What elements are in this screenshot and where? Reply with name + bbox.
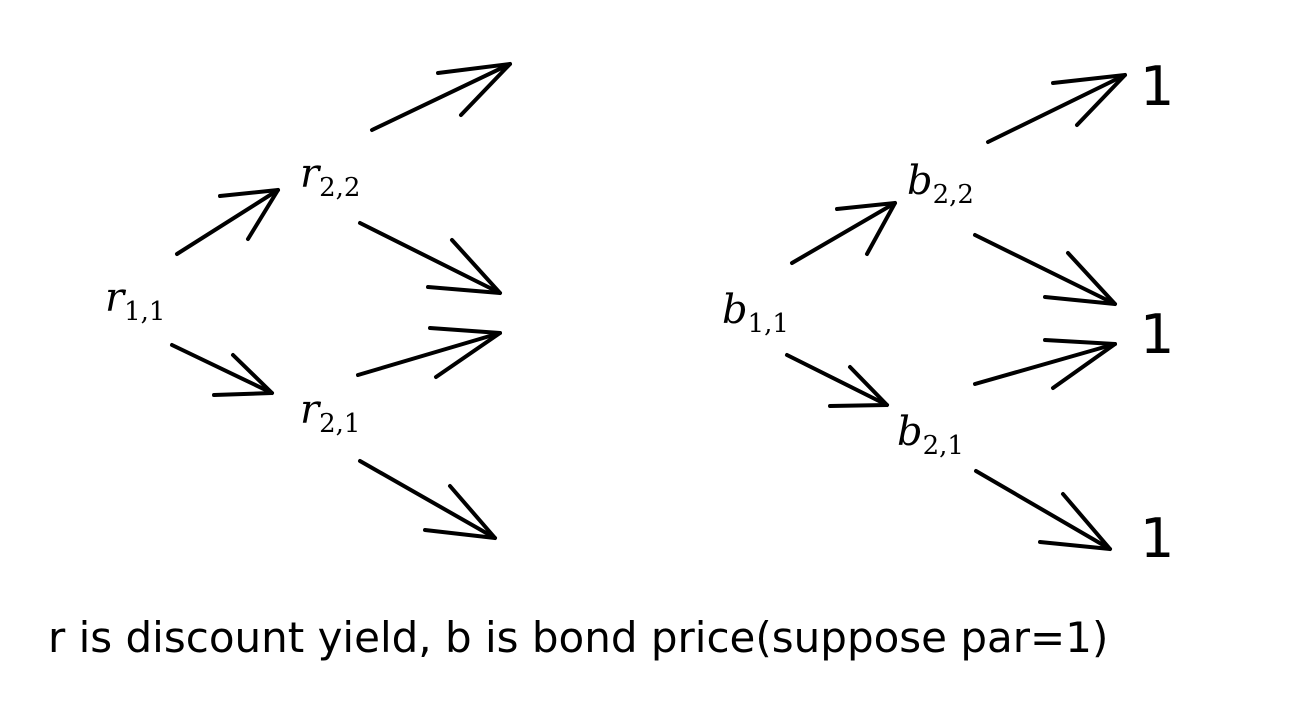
- left-tree: r1,1 r2,2 r2,1: [105, 62, 512, 540]
- arrow-b21-down: [974, 469, 1112, 551]
- diagram-caption: r is discount yield, b is bond price(sup…: [48, 613, 1108, 662]
- arrow-b11-to-b21: [785, 353, 889, 408]
- arrow-b11-to-b22: [790, 201, 897, 265]
- right-tree: b1,1 b2,2 b2,1 1 1 1: [722, 55, 1174, 570]
- node-b11: b1,1: [722, 287, 789, 339]
- arrow-r22-up: [370, 62, 512, 132]
- arrow-r22-down: [358, 221, 502, 295]
- node-r22: r2,2: [300, 151, 360, 203]
- arrow-b22-up: [986, 73, 1127, 144]
- arrow-b22-down: [973, 233, 1117, 306]
- arrow-r21-down: [358, 459, 497, 540]
- arrow-r11-to-r22: [175, 188, 280, 256]
- node-b22: b2,2: [907, 158, 974, 210]
- node-r21: r2,1: [300, 387, 360, 439]
- leaf-value-top: 1: [1140, 55, 1174, 118]
- leaf-value-bottom: 1: [1140, 507, 1174, 570]
- node-b21: b2,1: [897, 409, 964, 461]
- node-r11: r1,1: [105, 275, 165, 327]
- arrow-r11-to-r21: [170, 343, 274, 397]
- arrow-r21-up: [356, 326, 502, 379]
- leaf-value-middle: 1: [1140, 303, 1174, 366]
- arrow-b21-up: [973, 338, 1117, 390]
